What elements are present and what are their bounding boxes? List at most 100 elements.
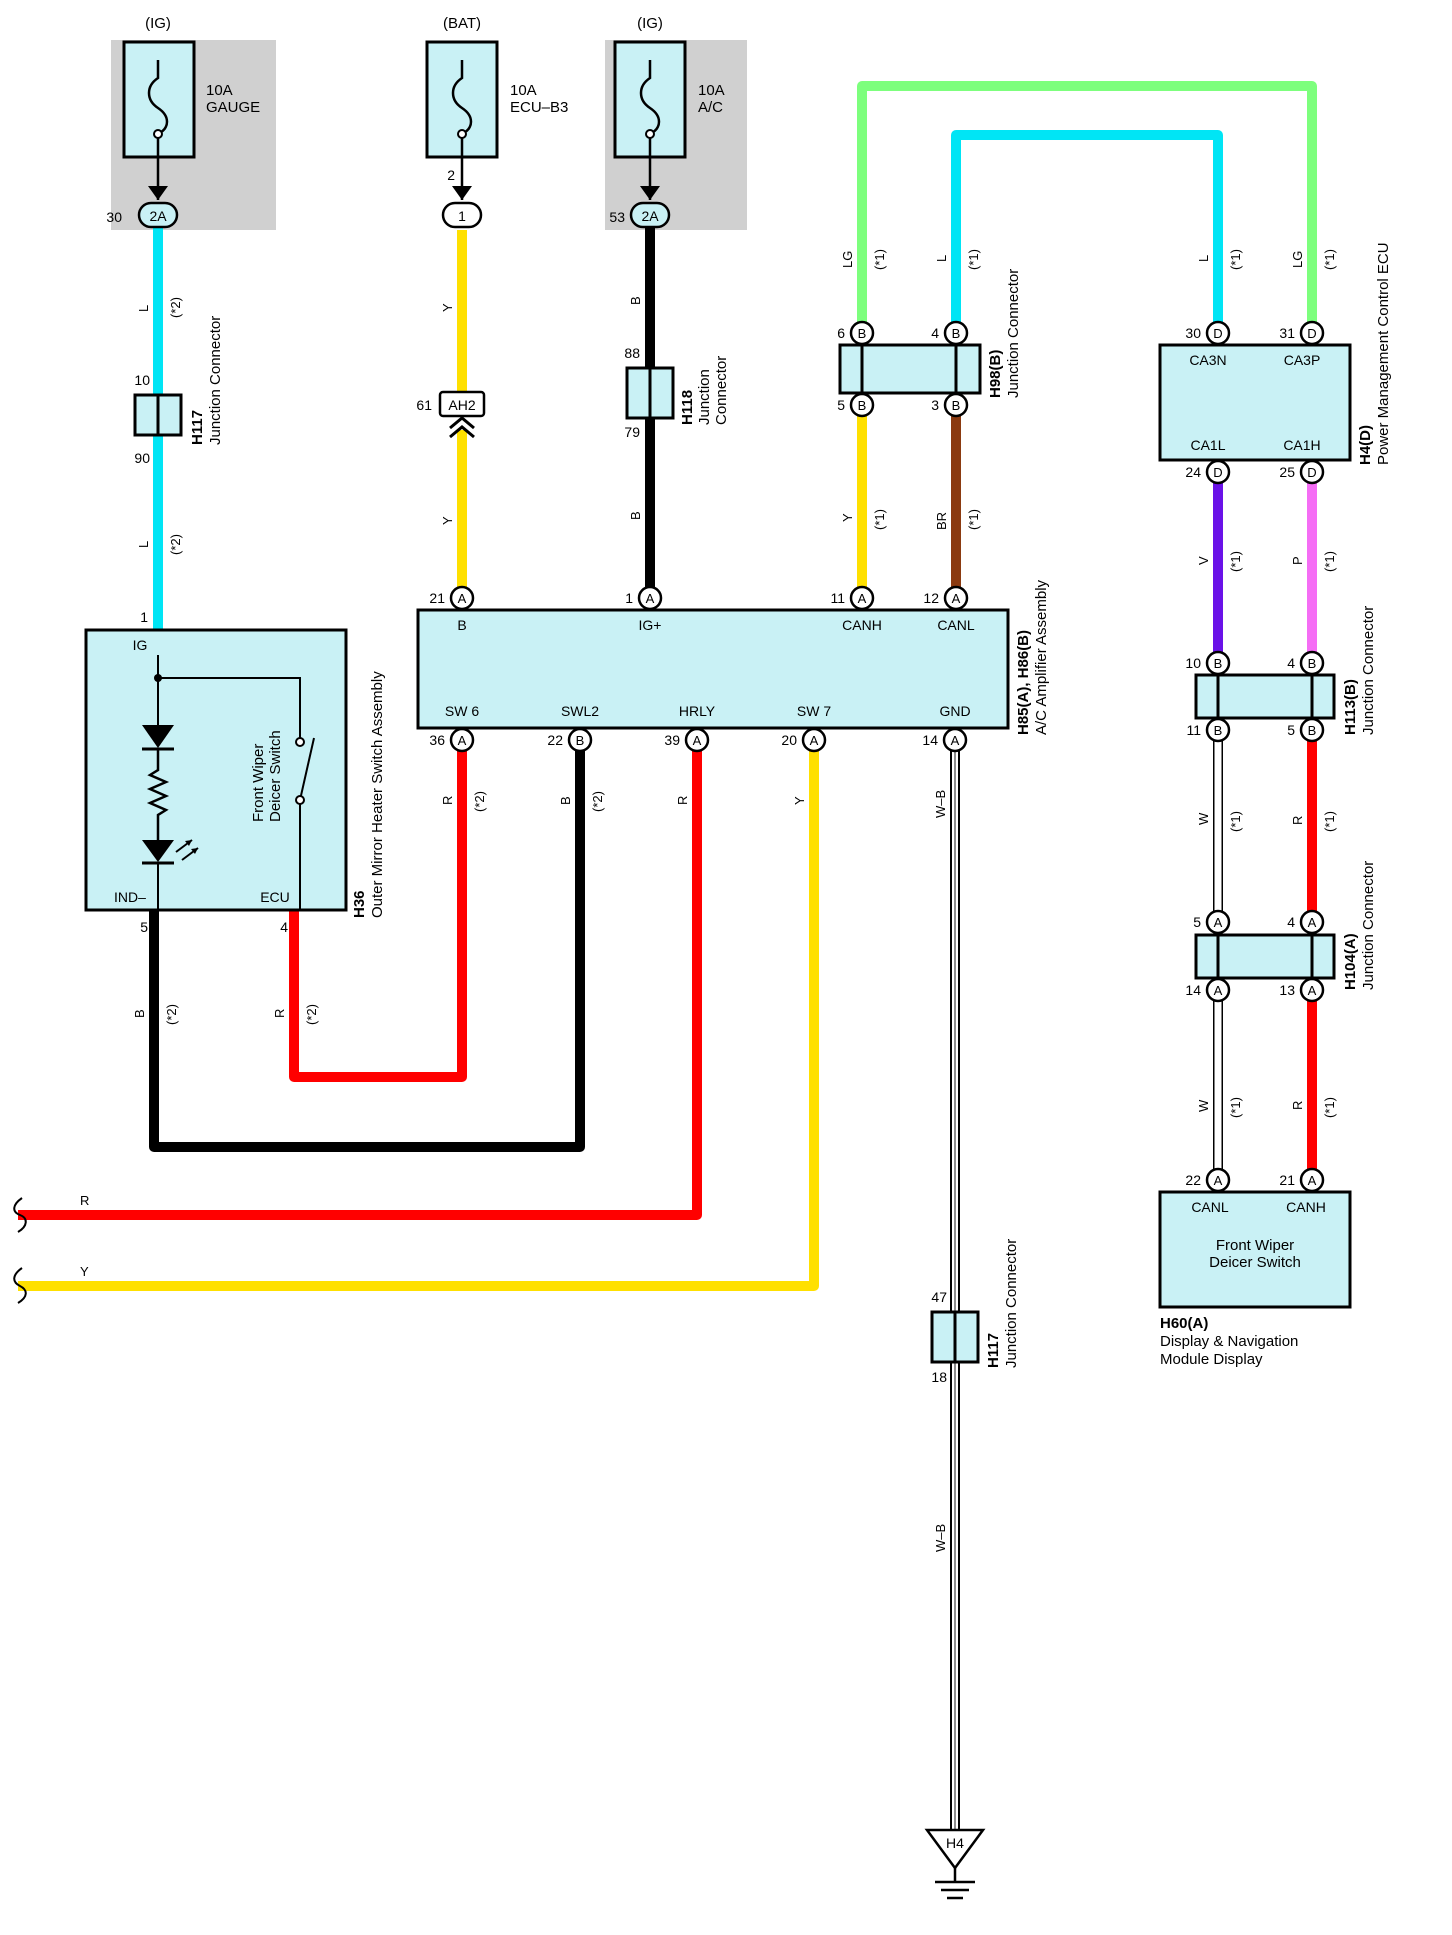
wlabel-r-left: R [80,1193,89,1208]
h98-pin4-letter: B [952,326,961,341]
wlabel-y-left: Y [80,1264,89,1279]
fuse-gauge-terminal [153,129,163,139]
h113-pin11-letter: B [1214,723,1223,738]
h4-box [1158,343,1352,462]
fuse-gauge-connector [137,201,179,229]
fuse-gauge-element [147,60,169,200]
h113-desc: Junction Connector [1360,606,1377,735]
fuse-ac-source: (IG) [637,15,663,32]
amp-bottom-pin-sw7: 20 [781,732,797,748]
amp-bottom-terminal-sw7 [801,727,827,753]
wlabel-p: P [1290,556,1305,565]
wlabel-note1-lg2: (*1) [1322,249,1337,270]
h117-top-desc: Junction Connector [207,316,224,445]
display-h60: A A 22 21 CANL CANH Front Wiper Deicer S… [1158,1167,1352,1368]
fuse-ecub3-terminal [457,129,467,139]
wlabel-b-ind: B [132,1009,147,1018]
h60-pin21: 21 [1279,1172,1295,1188]
h4-term-ca3p: CA3P [1284,352,1321,368]
amp-top-term-ig: IG+ [639,617,662,633]
fuse-ac-connector [629,201,671,229]
h4-pin24-circle [1205,459,1231,485]
fuse-gauge-rating: 10A [206,82,233,99]
h36-desc: Outer Mirror Heater Switch Assembly [369,671,386,918]
fuse-ecub3-connector [441,201,483,229]
h118-desc2: Connector [713,356,730,425]
h104-pin13-letter: A [1308,983,1317,998]
fuse-gauge-arrow [148,186,168,200]
h4-pin31: 31 [1279,325,1295,341]
wlabel-note1-l4: (*1) [1228,249,1243,270]
h104-pin14: 14 [1185,982,1201,998]
h36-switch-contact-bottom [295,795,305,805]
amp-top-pin-canh: 11 [830,590,845,606]
h60-term-canh: CANH [1286,1199,1326,1215]
ah2-box [438,390,486,418]
h113-pin4: 4 [1287,655,1295,671]
amp-bottom-terminal-sw6 [449,727,475,753]
h104-pin5: 5 [1193,914,1201,930]
h36-diode-icon [142,725,174,748]
h113-id: H113(B) [1342,679,1359,735]
h118-pin-out: 79 [624,424,640,440]
h117-bottom-id: H117 [985,1333,1002,1368]
h4-pin30-circle [1205,320,1231,346]
h60-pin22-circle [1205,1167,1231,1193]
h4-pin25-circle [1299,459,1325,485]
h104-pin5-letter: A [1214,915,1223,930]
wlabel-wb-2: W–B [933,1524,948,1552]
wlabel-note1-lg1: (*1) [872,249,887,270]
h4-pin25: 25 [1279,464,1295,480]
h104-pin13: 13 [1279,982,1295,998]
wlabel-b-swl2: B [558,796,573,805]
fuse-ac-element [639,60,661,200]
amp-top-pin-ig: 1 [625,590,633,606]
h104-desc: Junction Connector [1360,861,1377,990]
h36-box [84,628,348,912]
h60-desc2: Module Display [1160,1351,1263,1368]
h117-bottom-desc: Junction Connector [1003,1239,1020,1368]
wlabel-l-1: L [136,305,151,312]
h4-pin30-letter: D [1213,326,1222,341]
h98-pin4-circle [943,320,969,346]
amp-bottom-letter-sw6: A [458,733,467,748]
fuse-ac-pin: 53 [609,209,625,225]
wlabel-note1-p: (*1) [1322,551,1337,572]
h60-name1: Front Wiper [1216,1237,1294,1254]
amp-bottom-pin-swl2: 22 [547,732,563,748]
wlabel-y-2: Y [440,516,455,525]
wlabel-l-4: L [1196,255,1211,262]
h113-pin10: 10 [1185,655,1201,671]
wire-b-swl2 [149,740,585,1152]
h36-pin-ecu: 4 [280,919,288,935]
amp-bottom-term-swl2: SWL2 [561,703,599,719]
amp-top-letter-b: A [458,591,467,606]
fuse-ecub3-rating: 10A [510,82,537,99]
wire-l-loop [951,130,1223,333]
h104-pin14-letter: A [1214,983,1223,998]
amplifier-box [416,608,1010,730]
h36-led-arrow-1 [185,840,192,846]
fuse-ac-rating: 10A [698,82,725,99]
h60-pin22: 22 [1185,1172,1201,1188]
wlabel-note1-w2: (*1) [1228,1097,1243,1118]
junction-h117-bottom: 47 18 H117 Junction Connector [930,1239,1020,1385]
ground-triangle [924,1828,986,1871]
junction-h117-top: 10 90 H117 Junction Connector [133,316,224,466]
wlabel-r-ecu: R [272,1009,287,1018]
fuse-ecub3: (BAT) 10A ECU–B3 2 1 [425,15,568,229]
amp-bottom-letter-sw7: A [810,733,819,748]
wlabel-note2-2: (*2) [168,534,183,555]
amp-bottom-term-sw6: SW 6 [445,703,479,719]
h117-bottom-pin-in: 47 [931,1289,947,1305]
h4-pin31-letter: D [1307,326,1316,341]
fuse-gauge-name: GAUGE [206,99,260,116]
amp-top-terminal-b [449,585,475,611]
ah2-label: AH2 [448,397,475,413]
amp-bottom-letter-gnd: A [951,733,960,748]
h36-id: H36 [351,890,368,918]
wlabel-b-1: B [628,296,643,305]
h4-term-ca1l: CA1L [1190,437,1225,453]
wlabel-lg-2: LG [1290,251,1305,268]
h113-pin5-letter: B [1308,723,1317,738]
